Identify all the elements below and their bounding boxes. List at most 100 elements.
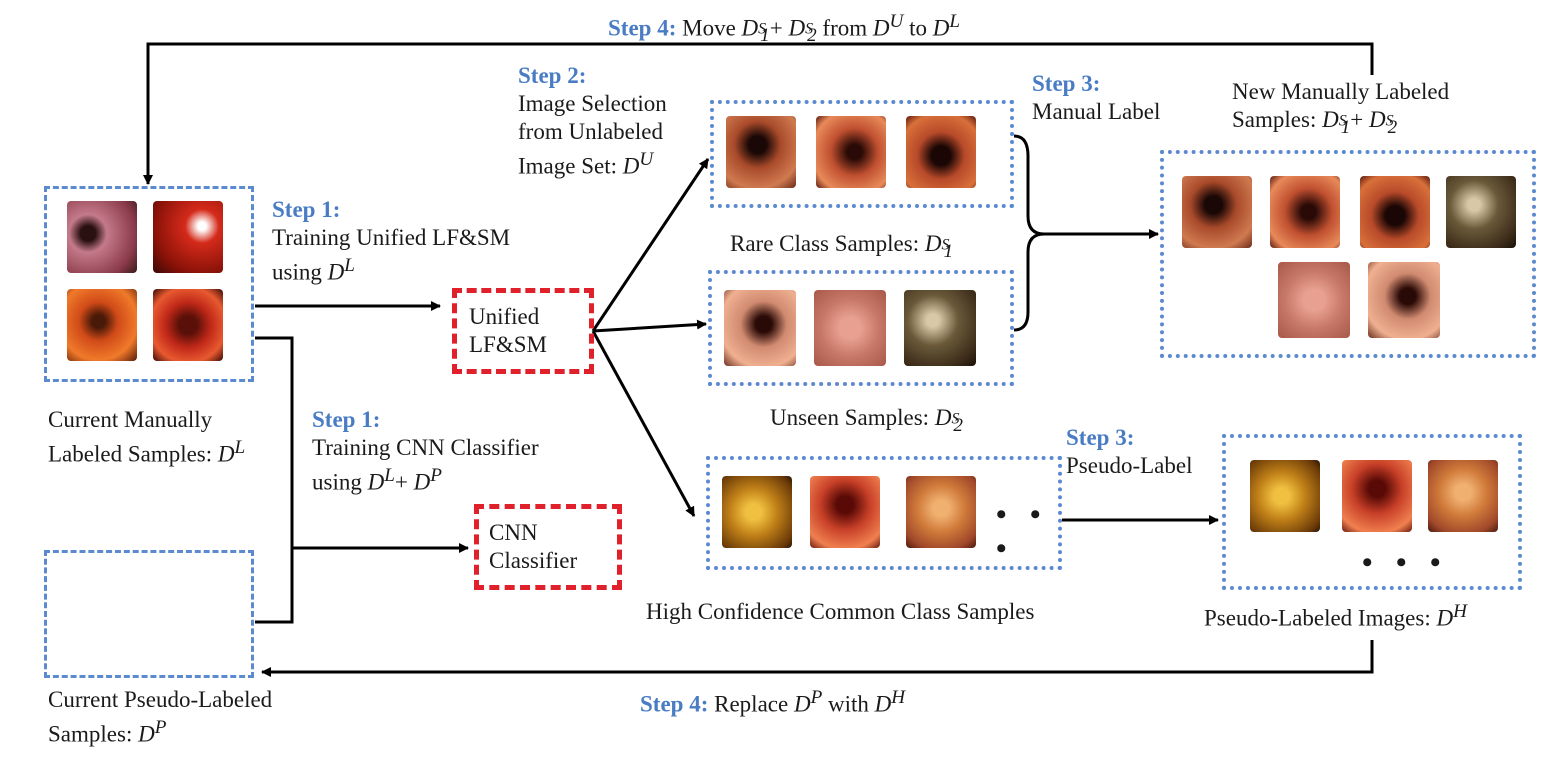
endoscopy-image <box>1250 460 1320 532</box>
step-label: Step 4: <box>640 691 709 717</box>
math-symbol: D <box>788 15 806 41</box>
caption-line: Training Unified LF&SM <box>272 225 511 250</box>
math-symbol: D <box>793 691 811 717</box>
math-sub: 1 <box>1340 116 1351 138</box>
caption-line: LF&SM <box>469 332 547 357</box>
math-symbol: D <box>622 153 640 179</box>
step4-bottom-caption: Step 4: Replace DP with DH <box>640 684 905 719</box>
endoscopy-image <box>153 289 223 361</box>
math-sub: 2 <box>953 414 963 436</box>
math-sup: U <box>639 149 654 170</box>
caption-text: Pseudo-Labeled Images: <box>1204 605 1437 631</box>
math-sup: L <box>234 437 246 458</box>
math-sup: S <box>1338 112 1347 130</box>
endoscopy-image <box>810 476 880 548</box>
caption-text: Replace <box>708 691 794 717</box>
math-sub: 1 <box>760 25 770 47</box>
math-sup: P <box>430 465 442 486</box>
math-symbol: D <box>367 469 385 495</box>
math-sup: P <box>810 687 823 708</box>
cnn-classifier-box: CNN Classifier <box>474 504 622 590</box>
new-labeled-caption: New Manually Labeled Samples: DS1+ DS2 <box>1232 78 1449 142</box>
caption-line: using <box>272 259 328 285</box>
current-manual-caption: Current Manually Labeled Samples: DL <box>48 406 245 469</box>
endoscopy-image <box>1342 460 1412 532</box>
step4-bottom-arrow <box>261 640 1374 677</box>
endoscopy-image <box>726 116 796 188</box>
math-sup: S <box>1385 112 1394 130</box>
caption-text: Rare Class Samples: <box>730 231 925 256</box>
endoscopy-image <box>1270 176 1340 248</box>
merge-brace <box>1013 134 1045 332</box>
to-rare-arrow <box>591 158 710 332</box>
math-symbol: D <box>1369 107 1386 132</box>
math-sub: 2 <box>1387 116 1398 138</box>
endoscopy-image <box>722 476 792 548</box>
step4-top-caption: Step 4: Move DS1+ DS2 from DU to DL <box>608 8 960 50</box>
pseudo-labeled-caption: Pseudo-Labeled Images: DH <box>1204 598 1467 633</box>
endoscopy-image <box>153 201 223 273</box>
step3-pseudo-caption: Step 3: Pseudo-Label <box>1066 424 1192 480</box>
step-label: Step 2: <box>518 63 587 88</box>
math-symbol: D <box>413 469 431 495</box>
unseen-box <box>708 270 1014 386</box>
math-sup: S <box>951 410 960 428</box>
math-sup: S <box>758 20 767 38</box>
caption-text: Unseen Samples: <box>770 405 935 430</box>
endoscopy-image <box>1446 176 1516 248</box>
math-sub: 1 <box>943 240 954 262</box>
endoscopy-image <box>906 116 976 188</box>
current-pseudo-box <box>44 550 254 678</box>
endoscopy-image <box>904 290 976 366</box>
step1-cnn-caption: Step 1: Training CNN Classifier using DL… <box>312 406 539 497</box>
math-sup: L <box>384 465 395 486</box>
math-sup: U <box>889 11 904 32</box>
caption-line: CNN <box>489 520 538 545</box>
math-symbol: D <box>924 231 942 256</box>
math-symbol: D <box>934 405 952 430</box>
caption-line: from Unlabeled <box>518 119 663 144</box>
math-symbol: D <box>138 721 155 747</box>
new-labeled-box <box>1160 150 1536 358</box>
caption-line: Samples: <box>1232 107 1323 132</box>
caption-line: New Manually Labeled <box>1232 79 1450 104</box>
caption-line: Labeled Samples: <box>48 441 218 467</box>
cnn-label: CNN Classifier <box>489 519 577 575</box>
math-sup: P <box>154 717 167 738</box>
caption-line: Classifier <box>489 548 578 573</box>
step-label: Step 4: <box>608 15 677 41</box>
current-manual-box <box>44 186 254 382</box>
math-sup: L <box>344 255 355 276</box>
endoscopy-image <box>1368 262 1440 338</box>
endoscopy-image <box>1428 460 1498 532</box>
endoscopy-image <box>906 476 976 548</box>
caption-line: Unified <box>469 304 540 329</box>
math-symbol: D <box>1436 605 1454 631</box>
caption-line: Training CNN Classifier <box>312 435 539 460</box>
caption-line: Pseudo-Label <box>1066 453 1193 478</box>
step-label: Step 3: <box>1032 71 1101 96</box>
caption-line: Samples: <box>48 721 139 747</box>
math-sup: H <box>1453 601 1467 622</box>
math-sup: S <box>941 236 950 254</box>
caption-text: + <box>394 469 414 495</box>
step1-lfsm-caption: Step 1: Training Unified LF&SM using DL <box>272 196 510 287</box>
endoscopy-image <box>1182 176 1252 248</box>
math-symbol: D <box>872 15 890 41</box>
rare-class-box <box>710 100 1014 208</box>
caption-text: with <box>822 691 875 717</box>
step-label: Step 3: <box>1066 425 1135 450</box>
endoscopy-image <box>816 116 886 188</box>
caption-text: + <box>769 15 789 41</box>
math-symbol: D <box>874 691 892 717</box>
math-sup: L <box>949 11 961 32</box>
ellipsis: • • • <box>996 498 1049 565</box>
caption-line: Current Pseudo-Labeled <box>48 687 273 712</box>
endoscopy-image <box>1278 262 1350 338</box>
caption-text: + <box>1350 107 1370 132</box>
math-sup: S <box>805 20 814 38</box>
math-symbol: D <box>327 259 345 285</box>
unified-label: Unified LF&SM <box>469 303 547 359</box>
rare-caption: Rare Class Samples: DS1 <box>730 230 953 266</box>
